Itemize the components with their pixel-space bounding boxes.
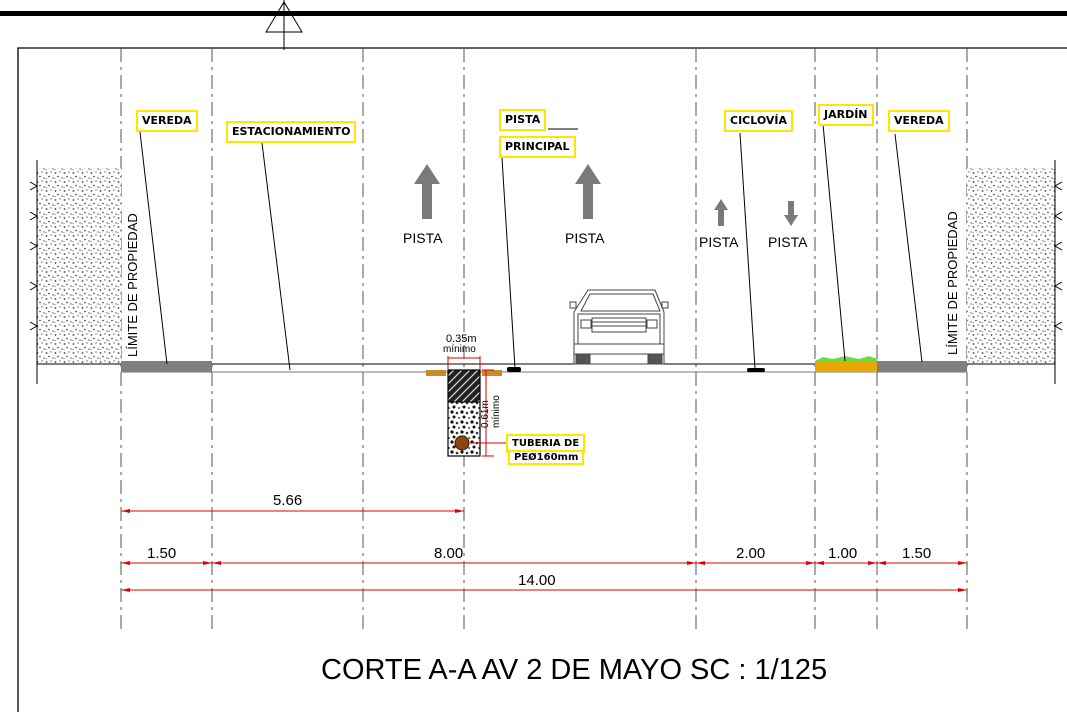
trench bbox=[426, 369, 502, 457]
property-limit-right: LÍMITE DE PROPIEDAD bbox=[945, 211, 960, 355]
arrow-up-icon bbox=[414, 164, 440, 219]
sidewalk-left bbox=[121, 361, 212, 372]
label-vereda-right: VEREDA bbox=[888, 110, 950, 132]
label-principal: PRINCIPAL bbox=[499, 136, 576, 158]
dimension-ticks bbox=[121, 509, 967, 592]
bike-lane-marker bbox=[747, 368, 765, 372]
leader-lines bbox=[139, 123, 923, 371]
arrow-down-small-icon bbox=[784, 201, 798, 226]
top-border-line bbox=[0, 11, 1067, 16]
drawing-title: CORTE A-A AV 2 DE MAYO SC : 1/125 bbox=[321, 654, 828, 686]
label-tuberia-2: PEØ160mm bbox=[508, 450, 585, 465]
dimension-lines bbox=[121, 510, 967, 591]
lane-text-2: PISTA bbox=[565, 230, 605, 246]
trench-depth-value: 0.61m bbox=[480, 400, 491, 428]
soil-block-left bbox=[29, 160, 121, 384]
trench-dimension-lines bbox=[447, 356, 508, 457]
garden-soil bbox=[815, 361, 877, 372]
dim-1-50-right: 1.50 bbox=[902, 545, 932, 562]
pipe-icon bbox=[454, 435, 470, 451]
label-estacionamiento: ESTACIONAMIENTO bbox=[226, 121, 357, 143]
lane-text-3: PISTA bbox=[699, 234, 739, 250]
label-vereda-left: VEREDA bbox=[136, 110, 198, 132]
trench-width-value: 0.35m bbox=[446, 333, 477, 345]
dim-8-00: 8.00 bbox=[434, 545, 464, 562]
label-ciclovia: CICLOVÍA bbox=[724, 110, 794, 132]
dim-1-00: 1.00 bbox=[828, 545, 858, 562]
dim-5-66: 5.66 bbox=[273, 492, 303, 509]
dim-2-00: 2.00 bbox=[736, 545, 766, 562]
sidewalk-right bbox=[877, 361, 967, 372]
garden-grass bbox=[815, 356, 877, 361]
trench-width-note: mínimo bbox=[443, 344, 476, 355]
curb-marker bbox=[507, 367, 521, 372]
arrow-up-small-icon bbox=[714, 199, 728, 226]
dim-14-00: 14.00 bbox=[518, 572, 556, 589]
soil-block-right bbox=[967, 160, 1063, 384]
arrow-up-icon bbox=[575, 164, 601, 219]
trench-depth-note: mínimo bbox=[491, 395, 502, 428]
car-icon bbox=[569, 289, 669, 365]
section-marker-icon bbox=[265, 0, 303, 50]
property-limit-left: LÍMITE DE PROPIEDAD bbox=[125, 213, 140, 357]
lane-text-1: PISTA bbox=[403, 230, 443, 246]
label-pista-main: PISTA bbox=[499, 109, 547, 131]
dim-1-50-left: 1.50 bbox=[147, 545, 177, 562]
label-jardin: JARDÍN bbox=[818, 104, 874, 126]
lane-text-4: PISTA bbox=[768, 234, 808, 250]
drawing-frame bbox=[17, 47, 1067, 712]
